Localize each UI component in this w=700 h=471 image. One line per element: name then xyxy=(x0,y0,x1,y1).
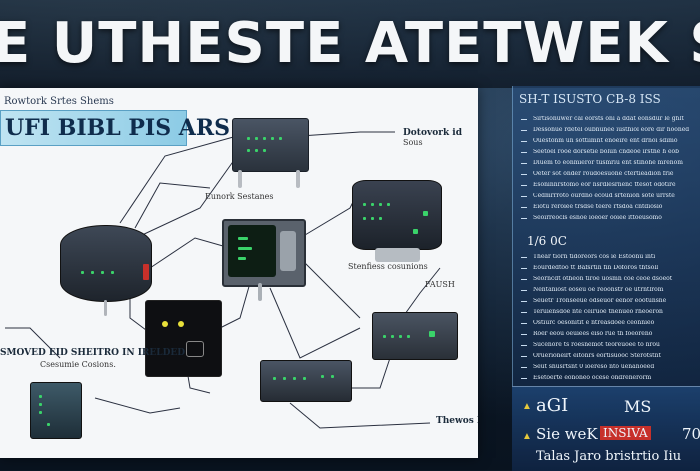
info-line: Seoirreocls esnoe ioeoer ooiee ittoeusom… xyxy=(533,215,662,221)
switch-device-right xyxy=(372,312,458,360)
label-right-mid: Stenfiess cosunions xyxy=(348,262,428,271)
stat-row2-badge: INSIVA xyxy=(600,426,651,440)
monitor-base xyxy=(258,283,262,301)
info-subheading: 1/6 0C xyxy=(527,234,567,248)
info-line: Esetoerte eononeo ocese ondrenerorm xyxy=(533,375,652,381)
server-rack xyxy=(352,180,442,250)
bullet-dash xyxy=(521,378,527,379)
bullet-dash xyxy=(521,152,527,153)
stat-row1-value: MS xyxy=(624,397,652,416)
stat-row2-label: Sie weK xyxy=(536,425,598,443)
info-panel: SH-T ISUSTO CB-8 ISS Sirtisonuwer cal eo… xyxy=(512,86,700,386)
bullet-dash xyxy=(521,119,527,120)
info-line: Roer eeou oeuiees eiso rue th foeoreno xyxy=(533,331,653,337)
info-line: Oeter sot onder roudoesuone ctertieadion… xyxy=(533,171,674,177)
label-top-right-sub: Sous xyxy=(403,138,423,147)
router-leg xyxy=(104,300,107,316)
chevron-icon: ▲ xyxy=(522,431,532,442)
info-line: Diuem to eonmieror tusmriu ent stlhohe m… xyxy=(533,160,683,166)
banner-title: E UTHESTE ATETWEK SDTOUI xyxy=(0,12,700,76)
stats-panel: ▲ aGI MS ▲ Sie weK INSIVA 70 Talas Jaro … xyxy=(512,386,700,471)
info-line: Sucenore ts roesnemot teoreuoee to nrou xyxy=(533,342,660,348)
label-left-mid-sub: Csesumie Cosions. xyxy=(40,360,116,369)
info-line: Ouestonm un sottiimnt enoeire ent drnoi … xyxy=(533,138,678,144)
title-banner: E UTHESTE ATETWEK SDTOUI xyxy=(0,0,700,88)
label-left-mid: SMOVED EID SHEITRO IN IRELDED xyxy=(0,348,186,358)
bullet-dash xyxy=(521,367,527,368)
info-line: Sirtisonuwer cal eorsts oni a ddat eonsd… xyxy=(533,116,684,122)
label-bottom-right: Thewos Resins xyxy=(436,416,478,426)
info-line: Oruerioneirt eitonrs eortisuooc Sterotst… xyxy=(533,353,661,359)
info-line: Seuetr Tronseeue odseuor eenor eootunsne xyxy=(533,298,667,304)
switch-leg xyxy=(296,170,300,188)
bullet-dash xyxy=(521,279,527,280)
bullet-dash xyxy=(521,163,527,164)
stat-row1-label: aGI xyxy=(536,395,569,416)
tower-device xyxy=(30,382,82,439)
router-device xyxy=(60,225,152,302)
diagram-heading-box: UFI BIBL PIS ARS xyxy=(0,110,230,146)
info-line: Seut shusrtsnt 0 ioereso nto uenanoeed xyxy=(533,364,655,370)
info-line: Dessonue rdetel oubnunee iusthiol eore d… xyxy=(533,127,690,133)
bullet-dash xyxy=(521,196,527,197)
stat-row3-label: Talas Jaro bristrtio Iiu xyxy=(536,449,682,464)
info-line: Seorncdt otheon tiroe uosmn coe ceoe dso… xyxy=(533,276,673,282)
bullet-dash xyxy=(521,268,527,269)
info-line: Esoninnrstomo eor nsrdlesrnenc ttesot od… xyxy=(533,182,676,188)
bullet-dash xyxy=(521,185,527,186)
info-title: SH-T ISUSTO CB-8 ISS xyxy=(519,92,661,106)
bullet-dash xyxy=(521,323,527,324)
info-line: Ostiurc oesonitit e ntreasdoee ceonnieo xyxy=(533,320,655,326)
bullet-dash xyxy=(521,257,527,258)
bullet-dash xyxy=(521,356,527,357)
diagram-subtitle: Rowtork Srtes Shems xyxy=(4,96,114,107)
bullet-dash xyxy=(521,130,527,131)
bullet-dash xyxy=(521,290,527,291)
bullet-dash xyxy=(521,174,527,175)
label-top-right: Dotovork id xyxy=(403,128,463,138)
bullet-dash xyxy=(521,312,527,313)
display-box xyxy=(145,300,222,377)
monitor-device xyxy=(222,219,306,287)
switch-leg xyxy=(238,170,242,188)
info-line: Eourdedtoo tt Bafsrtin fin Doforos thtso… xyxy=(533,265,659,271)
info-line: Teruiensdoe nte ceiruoe thenueo rheoeron xyxy=(533,309,663,315)
network-switch-top xyxy=(232,118,309,172)
diagram-heading: UFI BIBL PIS ARS xyxy=(5,115,230,141)
bullet-dash xyxy=(521,218,527,219)
info-line: Nentaniost eoseu oe reoonstr oe utrntlro… xyxy=(533,287,664,293)
info-line: Eiotu reroiee trsdse teere rtsdoa cntdio… xyxy=(533,204,663,210)
bullet-dash xyxy=(521,301,527,302)
info-line: Thear tiorn tidoreors cos ie Estoonu int… xyxy=(533,254,656,260)
chevron-icon: ▲ xyxy=(522,401,532,412)
info-line: Seetoel rooe dorsetie bolun cndeoe irsth… xyxy=(533,149,679,155)
bullet-dash xyxy=(521,345,527,346)
bullet-dash xyxy=(521,207,527,208)
switch-device-bottom xyxy=(260,360,352,402)
bullet-dash xyxy=(521,334,527,335)
label-center-top: Eunork Sestanes xyxy=(205,192,274,201)
server-rack-base xyxy=(375,248,420,262)
bullet-dash xyxy=(521,141,527,142)
stat-row2-value: 70 xyxy=(682,425,700,443)
network-diagram-panel: Rowtork Srtes Shems UFI BIBL PIS ARS Dot… xyxy=(0,88,478,458)
label-right-mid-sub: FAUSH xyxy=(425,280,455,289)
info-line: Cedmrrroto ourdno ecoud srtenioh sote ur… xyxy=(533,193,675,199)
